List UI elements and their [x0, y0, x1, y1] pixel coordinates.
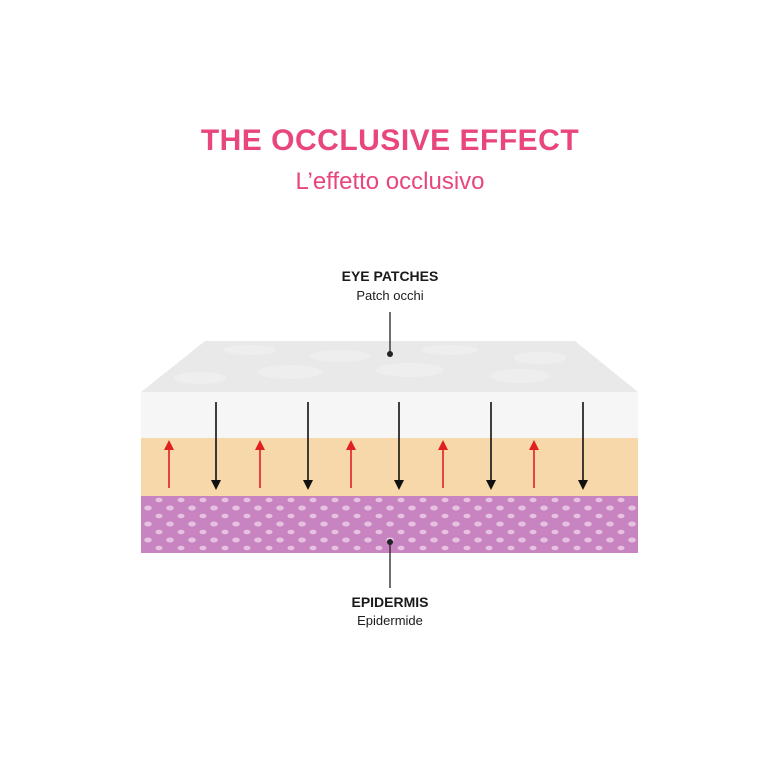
eye-patch-front-face — [141, 392, 638, 438]
leader-dot-icon — [387, 539, 393, 545]
eye-patches-sublabel: Patch occhi — [356, 288, 424, 303]
arrow-up-icon — [529, 440, 539, 488]
skin-layer — [141, 438, 638, 496]
arrow-down-icon — [486, 402, 496, 490]
arrow-down-icon — [578, 402, 588, 490]
diagram-subtitle: L’effetto occlusivo — [295, 168, 485, 195]
arrow-down-icon — [303, 402, 313, 490]
arrow-down-icon — [394, 402, 404, 490]
arrow-up-icon — [438, 440, 448, 488]
leader-dot-icon — [387, 351, 393, 357]
arrow-up-icon — [346, 440, 356, 488]
epidermis-sublabel: Epidermide — [357, 613, 423, 628]
eye-patch-texture — [174, 345, 566, 384]
diagram-title: THE OCCLUSIVE EFFECT — [200, 124, 580, 157]
eye-patches-label: EYE PATCHES — [341, 268, 439, 284]
arrow-up-icon — [164, 440, 174, 488]
arrow-down-icon — [211, 402, 221, 490]
arrow-group — [164, 402, 588, 490]
arrow-up-icon — [255, 440, 265, 488]
epidermis-label: EPIDERMIS — [351, 594, 429, 610]
